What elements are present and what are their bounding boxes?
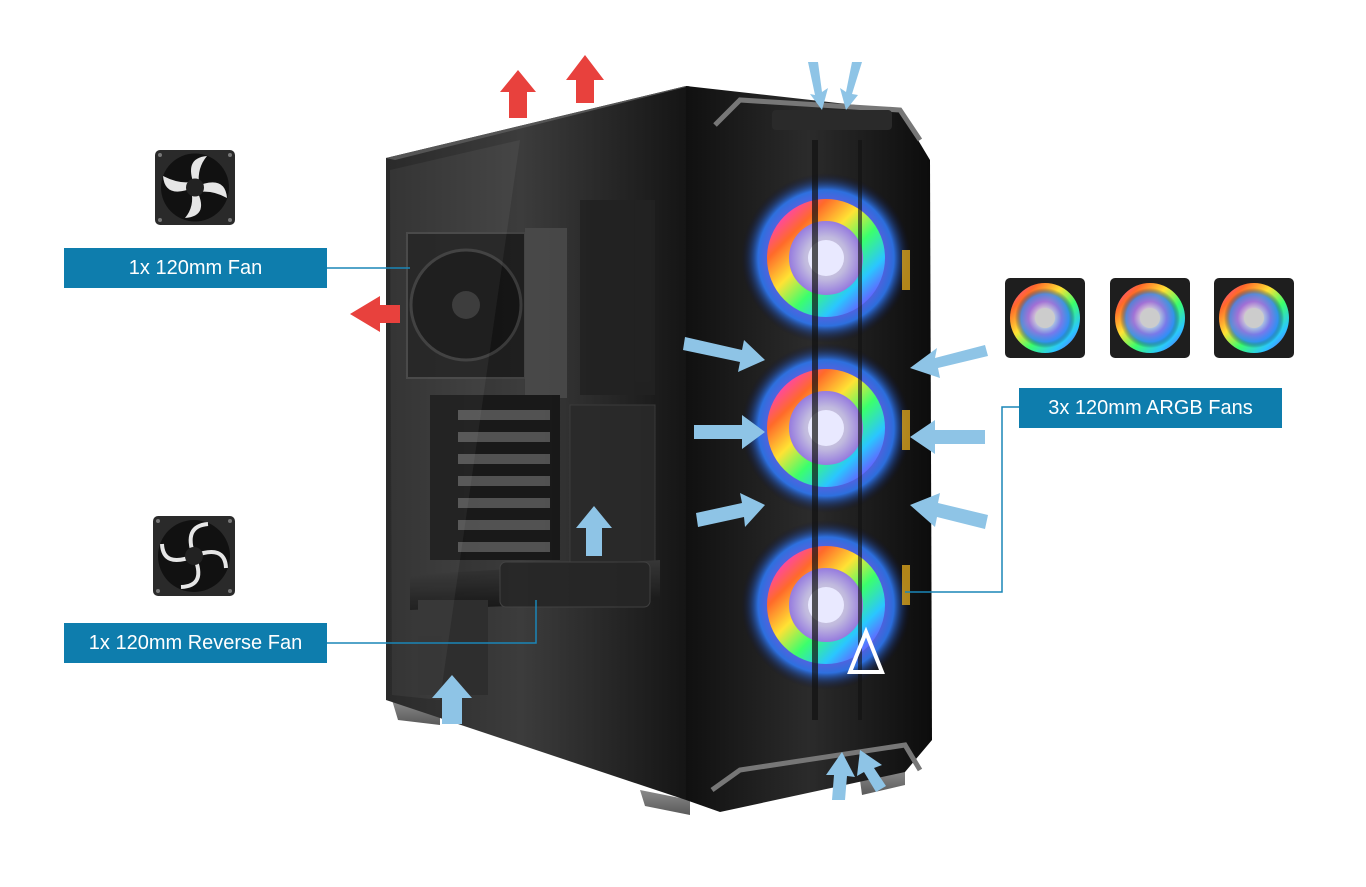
intake-arrow-icon (910, 493, 988, 529)
argb-fan-icon (1110, 278, 1190, 358)
top-panel (386, 86, 690, 160)
intake-arrow-icon (910, 420, 985, 454)
exhaust-arrow-icon (566, 55, 604, 103)
intake-arrow-icon (683, 337, 765, 372)
intake-arrow-icon (694, 415, 765, 449)
pc-case (386, 86, 932, 815)
front-fan-2 (741, 343, 911, 513)
exhaust-arrow-icon (350, 296, 400, 332)
case-foot-front-left (640, 790, 690, 815)
front-fan-1 (741, 173, 911, 343)
intake-arrow-icon (826, 752, 855, 800)
intake-arrow-icon (576, 506, 612, 556)
fan-icon (153, 516, 235, 596)
intake-arrow-icon (432, 675, 472, 724)
exhaust-arrow-icon (500, 70, 536, 118)
intake-arrow-icon (910, 345, 988, 378)
argb-fan-icon (1214, 278, 1294, 358)
label-backgrounds (64, 248, 1282, 663)
reverse-fan-label: 1x 120mm Reverse Fan (88, 631, 303, 654)
brand-logo-icon (847, 626, 885, 674)
intake-arrow-icon (696, 493, 765, 527)
argb-fan-icon (1005, 278, 1085, 358)
case-interior (406, 200, 660, 695)
rear-fan-label: 1x 120mm Fan (128, 256, 263, 279)
front-argb-fans (741, 140, 911, 720)
exhaust-arrows (350, 55, 604, 332)
fan-icon (155, 150, 235, 225)
intake-arrow-icon (808, 62, 828, 110)
intake-arrows (432, 62, 988, 800)
intake-arrow-icon (857, 750, 886, 792)
leader-lines (327, 267, 1019, 644)
glass-reflection (390, 140, 520, 700)
argb-fans-label: 3x 120mm ARGB Fans (1048, 396, 1253, 419)
front-fan-3 (741, 520, 911, 690)
intake-arrow-icon (840, 62, 862, 110)
